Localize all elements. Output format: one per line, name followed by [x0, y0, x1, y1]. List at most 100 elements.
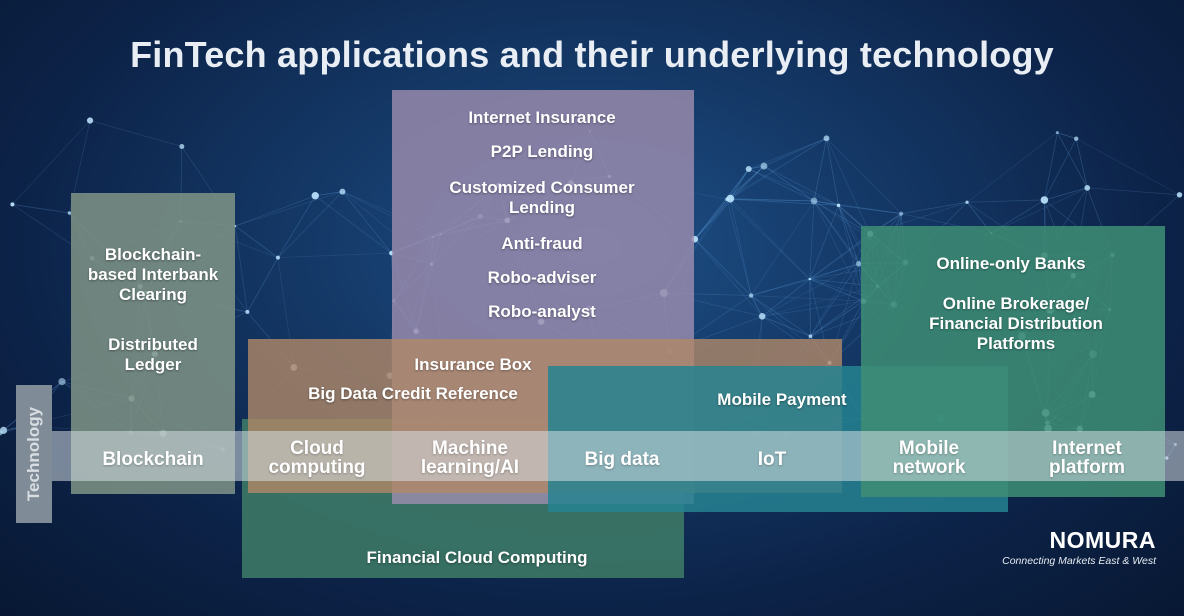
network-line	[89, 120, 182, 147]
network-line	[813, 200, 871, 235]
network-line	[809, 279, 811, 337]
app-distributed-ledger: Distributed Ledger	[108, 335, 198, 374]
network-node	[808, 277, 811, 281]
network-line	[813, 200, 864, 302]
network-line	[763, 165, 815, 202]
app-online-only-banks: Online-only Banks	[936, 254, 1086, 273]
network-line	[751, 295, 864, 302]
network-node	[1040, 196, 1049, 204]
network-line	[730, 137, 827, 200]
network-node	[67, 211, 72, 215]
tech-machine-learning: Machine learning/AI	[420, 438, 520, 478]
network-line	[826, 138, 902, 214]
network-line	[750, 263, 859, 296]
network-line	[813, 200, 839, 206]
network-node	[899, 211, 904, 216]
network-line	[12, 204, 70, 214]
network-line	[730, 198, 811, 280]
network-line	[762, 263, 859, 317]
nomura-logo: NOMURA Connecting Markets East & West	[1002, 527, 1156, 567]
network-line	[726, 165, 765, 200]
app-online-brokerage: Online Brokerage/ Financial Distribution…	[929, 294, 1103, 353]
network-line	[809, 263, 859, 280]
network-line	[234, 225, 248, 312]
tech-big-data: Big data	[584, 449, 660, 470]
network-line	[838, 205, 864, 302]
network-node	[10, 202, 15, 207]
app-customized-consumer-lending: Customized Consumer Lending	[449, 178, 635, 217]
tech-iot: IoT	[757, 449, 787, 470]
network-node	[748, 293, 754, 298]
network-line	[838, 204, 902, 215]
network-line	[1043, 132, 1058, 201]
network-node	[58, 377, 66, 386]
network-line	[762, 315, 811, 337]
network-node	[275, 255, 280, 260]
network-node	[179, 143, 185, 149]
logo-brand: NOMURA	[1049, 527, 1156, 553]
network-node	[965, 200, 969, 204]
network-line	[838, 205, 860, 264]
network-line	[694, 238, 752, 296]
network-line	[235, 191, 343, 227]
network-node	[0, 426, 8, 435]
app-robo-adviser: Robo-adviser	[487, 268, 597, 287]
network-node	[745, 166, 752, 173]
network-line	[1057, 132, 1077, 140]
app-anti-fraud: Anti-fraud	[501, 234, 583, 253]
network-node	[836, 203, 841, 208]
network-line	[813, 200, 902, 215]
network-line	[247, 257, 279, 313]
network-node	[1176, 192, 1183, 198]
network-line	[809, 278, 864, 302]
network-line	[726, 199, 752, 296]
network-node	[726, 194, 735, 203]
network-line	[991, 187, 1088, 234]
app-p2p-lending: P2P Lending	[490, 142, 594, 161]
network-line	[748, 168, 815, 202]
network-line	[1075, 138, 1088, 188]
network-line	[748, 137, 827, 170]
network-node	[86, 117, 94, 124]
network-line	[730, 165, 765, 199]
network-line	[809, 233, 871, 280]
network-line	[809, 205, 839, 280]
app-blockchain-clearing: Blockchain- based Interbank Clearing	[87, 245, 219, 304]
network-line	[762, 300, 864, 317]
network-line	[315, 195, 392, 254]
page-title: FinTech applications and their underlyin…	[130, 34, 1054, 75]
network-line	[763, 165, 839, 206]
network-line	[235, 195, 316, 227]
network-node	[760, 162, 768, 170]
network-line	[694, 198, 731, 240]
app-insurance-box: Insurance Box	[414, 355, 532, 374]
network-line	[1087, 187, 1180, 196]
network-line	[810, 233, 871, 337]
network-line	[234, 225, 279, 258]
network-line	[694, 165, 765, 240]
network-line	[726, 168, 750, 200]
network-line	[694, 238, 763, 317]
network-node	[758, 313, 766, 320]
network-node	[245, 309, 250, 314]
network-line	[813, 200, 859, 264]
app-financial-cloud-computing: Financial Cloud Computing	[366, 548, 588, 567]
network-line	[966, 132, 1058, 203]
network-line	[730, 198, 839, 206]
network-node	[1074, 136, 1079, 141]
tech-blockchain: Blockchain	[102, 449, 204, 470]
network-line	[750, 295, 811, 337]
network-line	[750, 200, 815, 296]
app-mobile-payment: Mobile Payment	[717, 390, 847, 409]
tech-internet-platform: Internet platform	[1049, 438, 1125, 478]
network-line	[763, 137, 827, 167]
network-line	[727, 198, 839, 206]
network-line	[727, 198, 815, 202]
technology-axis-label: Technology	[24, 406, 44, 502]
network-line	[726, 137, 827, 200]
network-line	[729, 168, 750, 199]
network-line	[726, 199, 811, 280]
network-node	[311, 192, 319, 200]
network-line	[694, 199, 728, 240]
network-line	[1044, 138, 1077, 201]
